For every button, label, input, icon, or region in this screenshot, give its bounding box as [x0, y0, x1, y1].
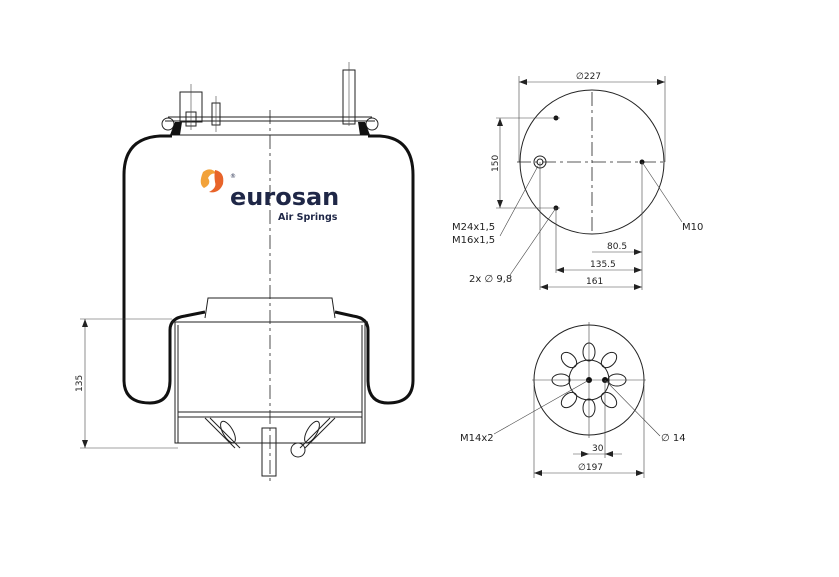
side-view: 135 — [75, 62, 415, 482]
hole-spacing: 150 — [491, 155, 501, 172]
bellows-outline — [122, 134, 206, 405]
dim-161: 161 — [586, 277, 603, 287]
top-view: ∅227 150 80.5 135.5 161 M24x1,5 M16x1,5 … — [452, 72, 703, 290]
offset-30: 30 — [592, 444, 604, 454]
eurosan-logo: ® eurosan Air Springs — [200, 169, 339, 223]
thread-m10: M10 — [682, 222, 703, 233]
registered-mark: ® — [230, 173, 236, 180]
brand-tagline: Air Springs — [278, 212, 338, 223]
dim-135-5: 135.5 — [590, 260, 616, 270]
bottom-diameter: ∅197 — [578, 463, 603, 473]
thread-m14: M14x2 — [460, 433, 494, 444]
holes-label: 2x ∅ 9,8 — [469, 274, 512, 285]
thread-m24: M24x1,5 — [452, 222, 495, 233]
hole-14: ∅ 14 — [661, 433, 686, 444]
top-diameter: ∅227 — [576, 72, 601, 82]
dim-80-5: 80.5 — [607, 242, 627, 252]
thread-m16: M16x1,5 — [452, 235, 495, 246]
bottom-view: M14x2 ∅ 14 30 ∅197 — [460, 322, 686, 478]
height-dimension: 135 — [75, 375, 85, 392]
brand-name: eurosan — [230, 183, 339, 211]
piston-clips — [551, 342, 627, 418]
